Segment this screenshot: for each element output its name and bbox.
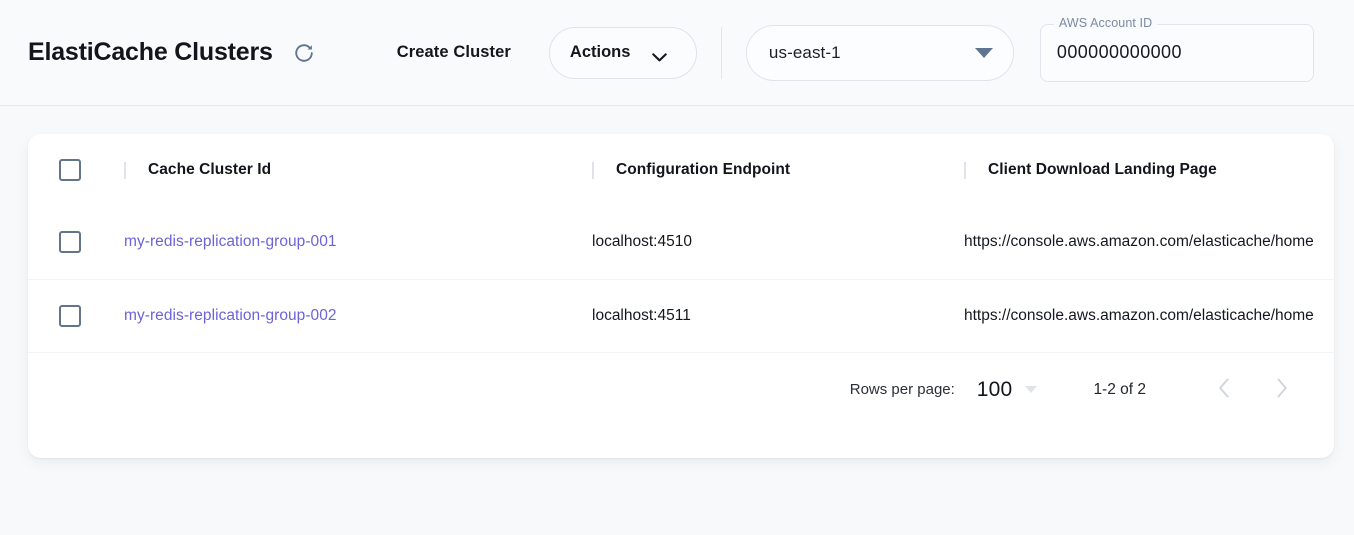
column-header-label: Cache Cluster Id <box>148 161 272 178</box>
cluster-id-link[interactable]: my-redis-replication-group-002 <box>124 306 337 324</box>
rows-per-page-select[interactable]: 100 <box>977 378 1038 402</box>
table-row: my-redis-replication-group-001 localhost… <box>28 206 1334 280</box>
column-divider <box>124 161 126 179</box>
refresh-button[interactable] <box>287 36 321 70</box>
actions-button-label: Actions <box>569 43 631 61</box>
row-select-cell <box>28 206 124 280</box>
pagination-range-label: 1-2 of 2 <box>1093 380 1146 398</box>
top-toolbar: ElastiCache Clusters Create Cluster Acti… <box>0 0 1354 106</box>
chevron-right-icon <box>1276 378 1288 401</box>
rows-per-page-value: 100 <box>976 377 1013 401</box>
column-divider <box>964 161 966 179</box>
row-checkbox[interactable] <box>59 231 81 254</box>
aws-account-id-field[interactable]: AWS Account ID 000000000000 <box>1039 16 1314 82</box>
column-header-label: Client Download Landing Page <box>988 161 1217 178</box>
cell-client-download-landing-page: https://console.aws.amazon.com/elasticac… <box>964 279 1334 353</box>
table-header: Cache Cluster Id Configuration Endpoint … <box>28 134 1334 206</box>
clusters-card: Cache Cluster Id Configuration Endpoint … <box>28 134 1334 458</box>
row-select-cell <box>28 279 124 353</box>
select-all-checkbox[interactable] <box>59 159 81 181</box>
column-header-label: Configuration Endpoint <box>616 161 791 178</box>
toolbar-divider <box>720 26 722 79</box>
table-row: my-redis-replication-group-002 localhost… <box>28 279 1334 353</box>
page-title: ElastiCache Clusters <box>28 38 273 66</box>
chevron-down-icon <box>1025 386 1038 393</box>
region-select[interactable]: us-east-1 <box>745 24 1014 81</box>
cluster-id-link[interactable]: my-redis-replication-group-001 <box>124 233 337 251</box>
aws-account-id-value: 000000000000 <box>1056 42 1182 62</box>
previous-page-button[interactable] <box>1204 370 1244 410</box>
next-page-button[interactable] <box>1262 370 1302 410</box>
column-divider <box>592 161 594 179</box>
cell-configuration-endpoint: localhost:4511 <box>592 279 964 353</box>
column-header-client-download-landing-page[interactable]: Client Download Landing Page <box>964 134 1334 206</box>
column-header-select-all <box>28 134 124 206</box>
column-header-configuration-endpoint[interactable]: Configuration Endpoint <box>592 134 964 206</box>
cell-configuration-endpoint: localhost:4510 <box>592 206 964 280</box>
aws-account-id-label: AWS Account ID <box>1053 16 1158 29</box>
chevron-left-icon <box>1218 378 1230 401</box>
chevron-down-icon <box>652 48 668 62</box>
rows-per-page-label: Rows per page: <box>849 381 955 398</box>
clusters-table: Cache Cluster Id Configuration Endpoint … <box>28 134 1334 353</box>
row-checkbox[interactable] <box>59 304 81 327</box>
cell-client-download-landing-page: https://console.aws.amazon.com/elasticac… <box>964 206 1334 280</box>
region-select-value: us-east-1 <box>768 42 841 62</box>
refresh-icon <box>293 42 315 64</box>
cell-cache-cluster-id: my-redis-replication-group-001 <box>124 206 592 280</box>
cell-cache-cluster-id: my-redis-replication-group-002 <box>124 279 592 353</box>
table-pagination: Rows per page: 100 1-2 of 2 <box>28 353 1334 427</box>
create-cluster-button[interactable]: Create Cluster <box>393 35 515 70</box>
table-body: my-redis-replication-group-001 localhost… <box>28 206 1334 353</box>
column-header-cache-cluster-id[interactable]: Cache Cluster Id <box>124 134 592 206</box>
caret-down-icon <box>974 47 993 58</box>
actions-button[interactable]: Actions <box>548 26 697 79</box>
